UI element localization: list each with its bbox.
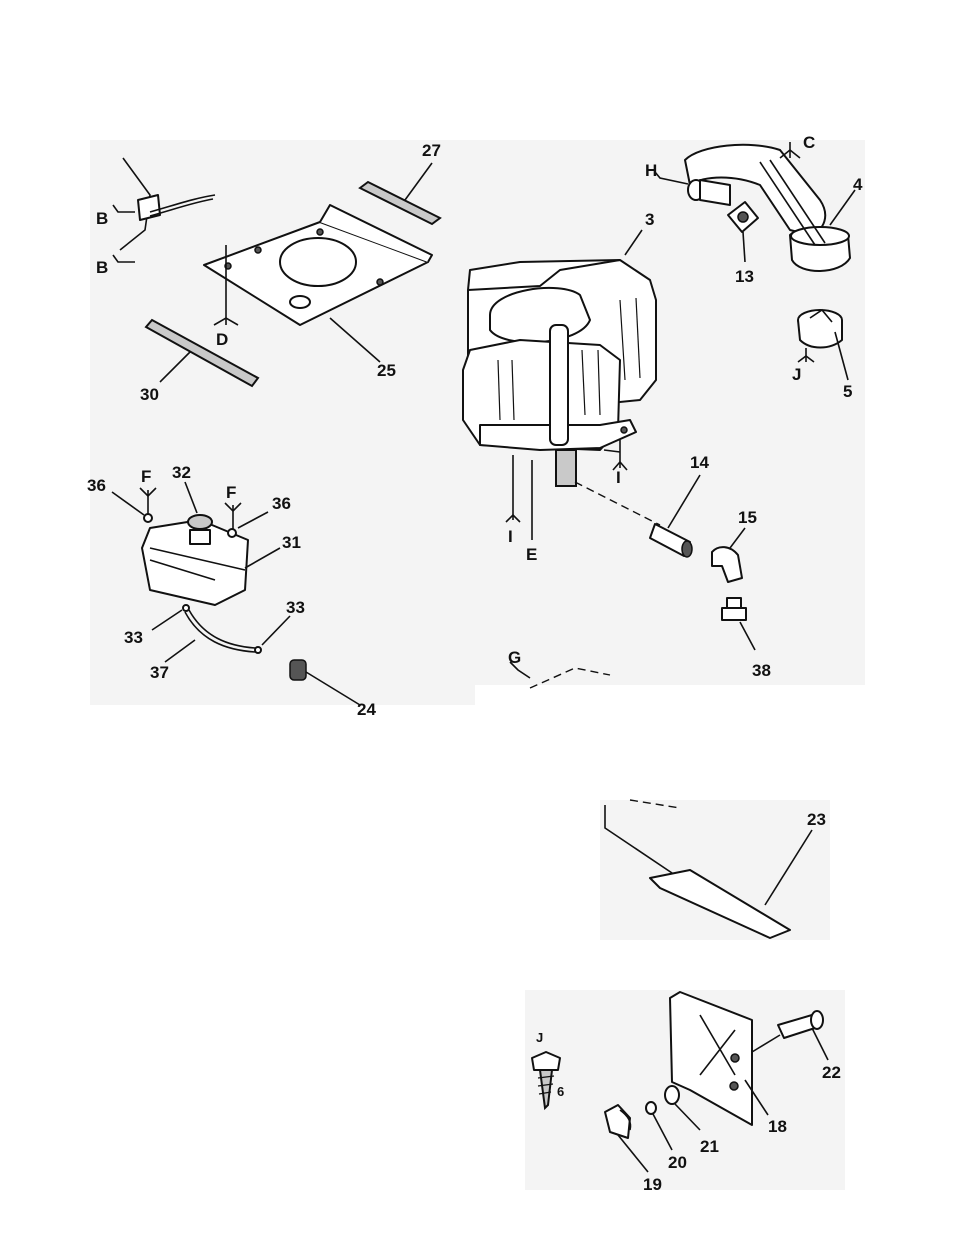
callout-31: 31	[282, 533, 301, 552]
callout-38: 38	[752, 661, 771, 680]
ref-e: E	[526, 545, 537, 564]
callout-3: 3	[645, 210, 654, 229]
callout-36-left: 36	[87, 476, 106, 495]
ref-f-left: F	[141, 467, 151, 486]
callout-20: 20	[668, 1153, 687, 1172]
ref-h: H	[645, 161, 657, 180]
callout-15: 15	[738, 508, 757, 527]
callout-22: 22	[822, 1063, 841, 1082]
callout-5: 5	[843, 382, 852, 401]
ref-i-right: I	[616, 468, 621, 487]
callout-37: 37	[150, 663, 169, 682]
callout-27: 27	[422, 141, 441, 160]
ref-f-right: F	[226, 483, 236, 502]
callout-4: 4	[853, 175, 863, 194]
panel-left-bg	[90, 140, 475, 705]
callout-13: 13	[735, 267, 754, 286]
ref-b-lower: B	[96, 258, 108, 277]
ref-c: C	[803, 133, 815, 152]
callout-33-left: 33	[124, 628, 143, 647]
callout-23: 23	[807, 810, 826, 829]
callout-36-right: 36	[272, 494, 291, 513]
ref-j-lower: J	[536, 1030, 543, 1045]
callout-32: 32	[172, 463, 191, 482]
callout-19: 19	[643, 1175, 662, 1194]
ref-d: D	[216, 330, 228, 349]
ref-g: G	[508, 648, 521, 667]
callout-21: 21	[700, 1137, 719, 1156]
callout-24: 24	[357, 700, 376, 719]
callout-30: 30	[140, 385, 159, 404]
panel-deflector-bg	[600, 800, 830, 940]
callout-33-right: 33	[286, 598, 305, 617]
callout-6: 6	[557, 1084, 564, 1099]
callout-25: 25	[377, 361, 396, 380]
callout-18: 18	[768, 1117, 787, 1136]
ref-j-upper: J	[792, 365, 801, 384]
callout-14: 14	[690, 453, 709, 472]
ref-i-left: I	[508, 527, 513, 546]
ref-b-upper: B	[96, 209, 108, 228]
